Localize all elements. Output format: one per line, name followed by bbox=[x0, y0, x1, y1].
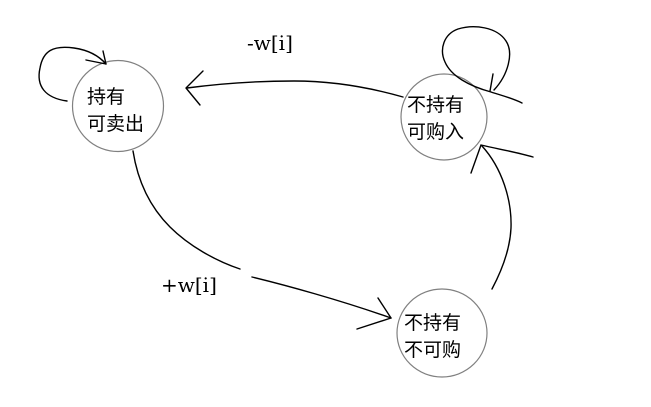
edge-self-loop-not-hold bbox=[441, 26, 523, 104]
arrowhead-self-loop-not-hold bbox=[489, 73, 494, 92]
arrowhead-sell bbox=[185, 70, 204, 106]
state-label-not-hold-no-buy-line1: 不持有 bbox=[404, 312, 462, 334]
state-label-hold-line2: 可卖出 bbox=[87, 113, 145, 135]
state-label-hold-line1: 持有 bbox=[87, 86, 126, 108]
state-circle-not-hold-no-buy bbox=[396, 288, 488, 378]
state-label-hold: 持有 可卖出 bbox=[87, 84, 144, 138]
edge-cooldown-end bbox=[481, 145, 512, 290]
state-label-not-hold-can-buy-line2: 可购入 bbox=[407, 121, 465, 143]
arrowhead-buy bbox=[356, 297, 392, 330]
edge-sell bbox=[186, 80, 404, 98]
state-label-not-hold-no-buy: 不持有 不可购 bbox=[404, 310, 461, 364]
arrowhead-self-loop-hold bbox=[85, 50, 107, 65]
state-circle-not-hold-can-buy bbox=[400, 73, 488, 161]
edge-buy bbox=[132, 150, 392, 319]
edge-self-loop-hold bbox=[38, 46, 107, 102]
arrowhead-cooldown-end bbox=[470, 144, 534, 174]
state-circle-hold bbox=[71, 59, 165, 153]
edge-label-buy: +w[i] bbox=[161, 273, 217, 297]
state-label-not-hold-can-buy: 不持有 可购入 bbox=[407, 92, 464, 146]
state-label-not-hold-can-buy-line1: 不持有 bbox=[407, 94, 465, 116]
edge-label-sell: -w[i] bbox=[247, 31, 293, 55]
state-label-not-hold-no-buy-line2: 不可购 bbox=[404, 339, 462, 361]
